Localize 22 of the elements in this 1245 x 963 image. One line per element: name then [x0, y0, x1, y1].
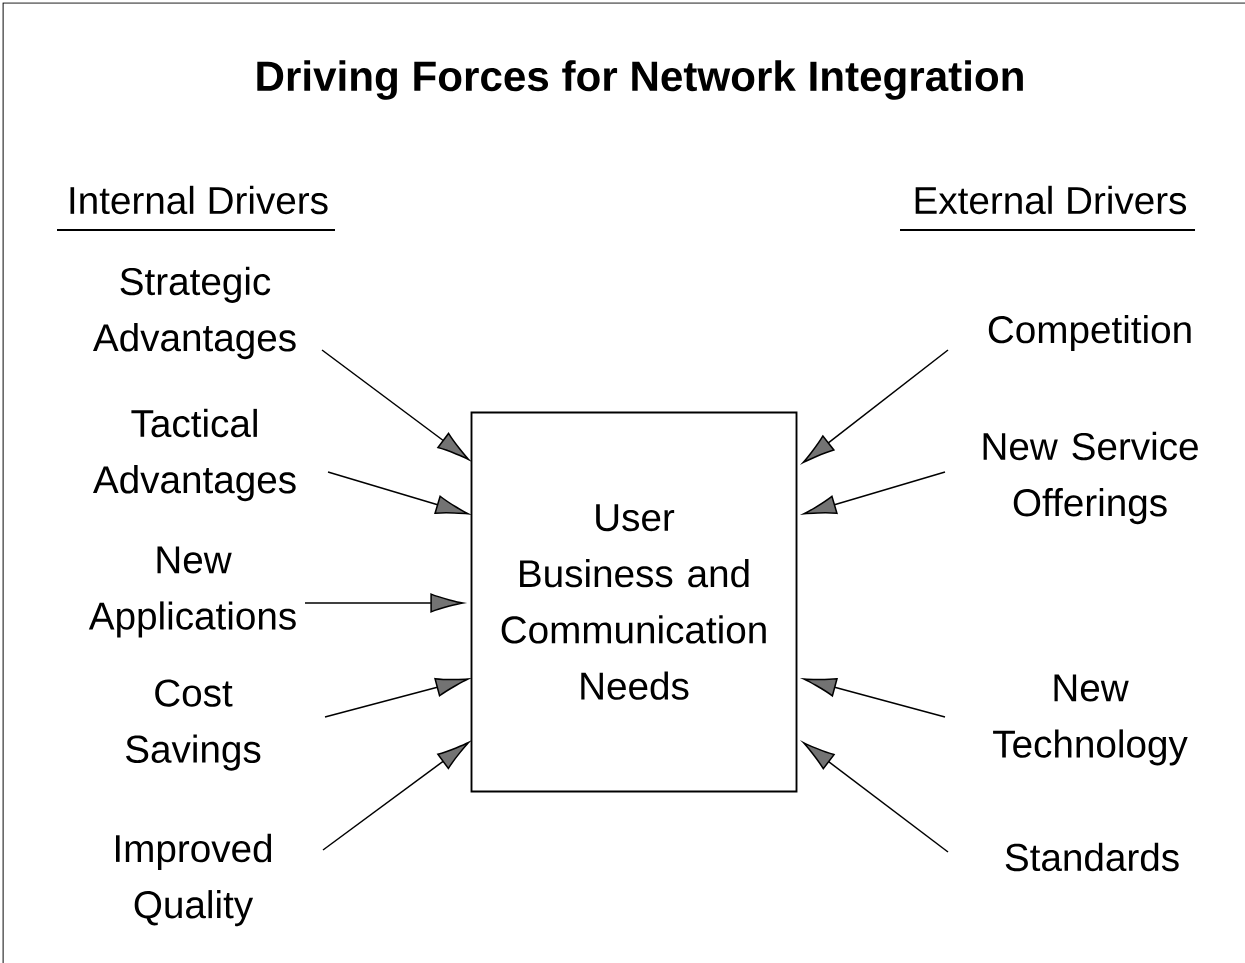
driver-label: Standards	[1005, 842, 1179, 872]
arrow	[321, 349, 470, 461]
process-box: User Business and Communication Needs	[470, 411, 798, 793]
driver-label: Strategic Advantages	[93, 266, 296, 360]
driver-label: Competition	[988, 314, 1191, 351]
driver-label: New Service Offerings	[983, 431, 1198, 525]
arrow	[304, 593, 464, 613]
arrow	[802, 741, 949, 853]
driver-label: Tactical Advantages	[93, 408, 296, 502]
arrow	[327, 471, 469, 515]
arrow	[322, 741, 470, 851]
driver-label: Cost Savings	[126, 679, 261, 771]
title: Driving Forces for Network Integration	[257, 60, 1023, 100]
driver-label: New Applications	[88, 546, 296, 638]
driver-label: Improved Quality	[116, 833, 272, 927]
arrow	[803, 678, 946, 718]
section-heading: Internal Drivers	[56, 185, 336, 231]
arrow	[802, 349, 949, 464]
section-heading: External Drivers	[899, 185, 1196, 231]
driver-label: New Technology	[993, 674, 1188, 766]
arrow	[324, 677, 469, 718]
arrow	[803, 471, 946, 515]
